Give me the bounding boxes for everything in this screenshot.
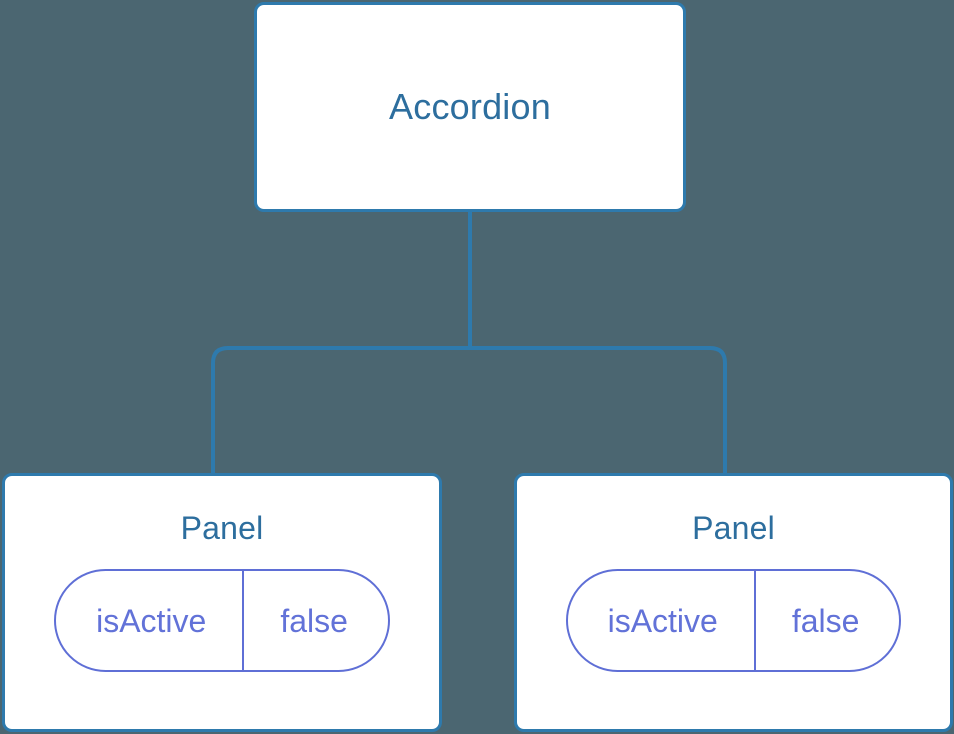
prop-key: isActive [607,602,718,639]
connector-branch [211,346,727,475]
node-title: Accordion [389,86,551,127]
node-accordion[interactable]: Accordion [254,2,686,212]
prop-value: false [753,571,900,670]
prop-pill[interactable]: isActive false [565,569,902,672]
node-panel-right[interactable]: Panel isActive false [514,473,953,732]
node-title: Panel [180,510,264,546]
node-panel-left[interactable]: Panel isActive false [2,473,442,732]
node-title: Panel [692,510,775,546]
prop-value: false [242,571,388,670]
prop-pill[interactable]: isActive false [54,569,390,672]
prop-key: isActive [96,602,207,639]
